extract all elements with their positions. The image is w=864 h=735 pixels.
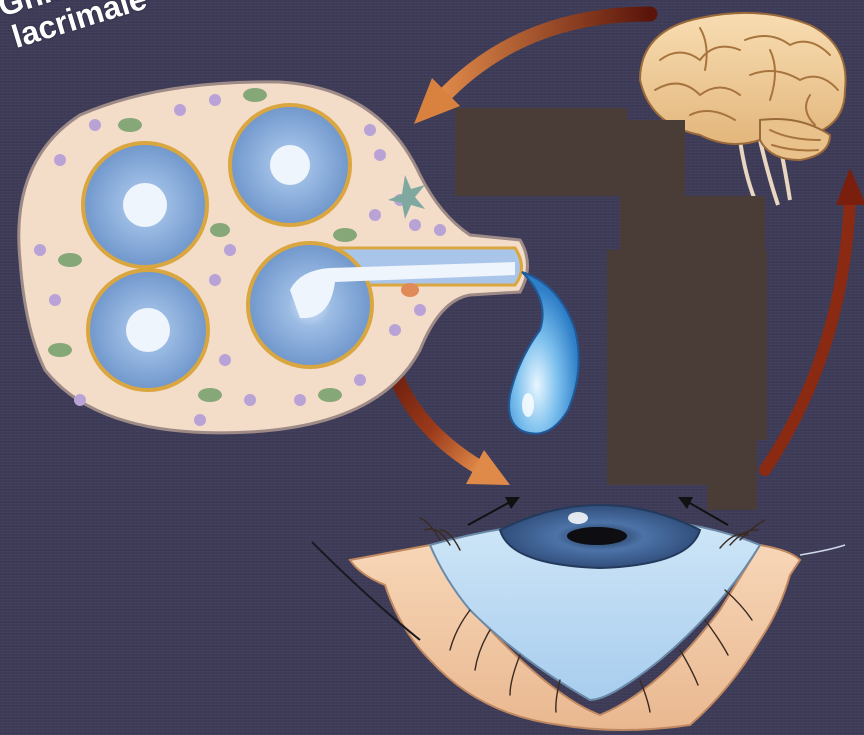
arrow-eye-to-brain [765, 168, 864, 470]
lacrimal-gland [19, 82, 528, 433]
tear-drop-icon [509, 272, 579, 434]
pupil [567, 527, 627, 545]
acinus [83, 143, 207, 267]
stimulus-arrow-left [468, 497, 520, 525]
arrow-brain-to-gland [414, 14, 650, 124]
redaction-mask [455, 108, 767, 510]
acinus [88, 270, 208, 390]
eye-icon [312, 505, 845, 730]
acinus [230, 105, 350, 225]
